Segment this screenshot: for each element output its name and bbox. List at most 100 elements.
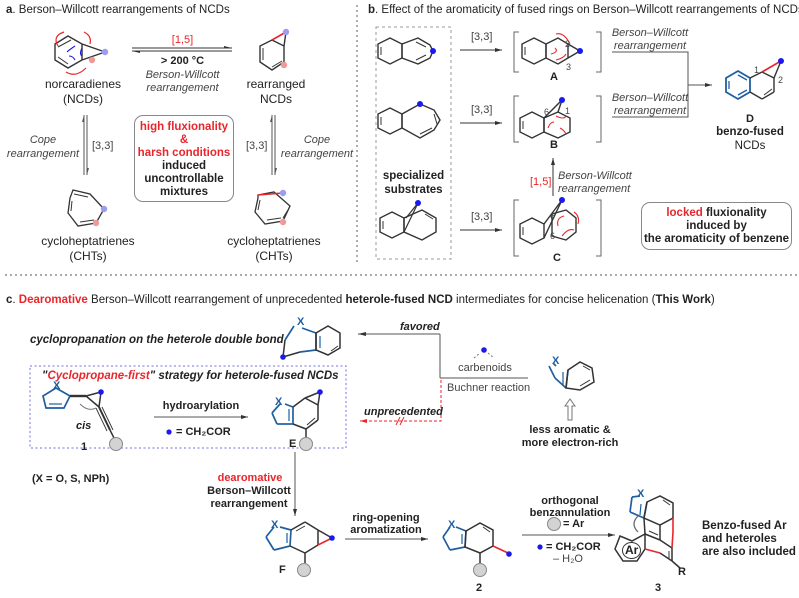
fluxionality-word: fluxionality	[702, 207, 767, 219]
a-arrows	[550, 33, 571, 61]
atom-num: 3	[566, 62, 572, 72]
title-mid: Berson–Willcott rearrangement of unprece…	[87, 294, 346, 306]
sigma-label-left: [3,3]	[92, 140, 114, 152]
ring-opening-label: ring-opening	[352, 512, 420, 524]
box-line-6: mixtures	[160, 186, 208, 198]
panel-a-title-text: . Berson–Willcott rearrangements of NCDs	[12, 4, 230, 16]
c-arrows	[557, 211, 580, 237]
bw-label-1: Berson–Willcott	[611, 27, 689, 39]
substrates-label: substrates	[384, 184, 443, 196]
intermediate-b-structure	[519, 99, 571, 139]
red-curved-arrows	[55, 31, 91, 75]
temperature-condition: > 200 °C	[160, 55, 205, 67]
benzannulation-label: benzannulation	[529, 507, 611, 519]
label-c: C	[553, 252, 561, 264]
ar-label: Ar	[622, 542, 642, 559]
x-atom-benzoheterole: X	[552, 355, 560, 367]
panel-c-label: c	[6, 294, 13, 306]
top-benzo-ring	[282, 325, 341, 358]
sigma-label-right: [3,3]	[246, 140, 268, 152]
intermediate-c-structure	[519, 199, 577, 245]
compound-e-label: E	[289, 438, 297, 450]
panel-a-label: a	[6, 4, 13, 16]
locked-line-1: locked fluxionality	[642, 207, 791, 220]
x-atom-top: X	[297, 316, 305, 328]
hydroarylation-label: hydroarylation	[162, 400, 240, 412]
berson-willcott-label: Berson-Willcott	[145, 69, 220, 81]
ch2cor-label-2: = CH₂COR	[546, 541, 601, 553]
benzo-ring-right	[565, 361, 595, 391]
bw-label-2: Berson–Willcott	[611, 92, 689, 104]
x-atom-e: X	[275, 396, 283, 408]
cope-label-right: Cope	[303, 134, 331, 146]
fluxionality-box: high fluxionality & harsh conditions ind…	[134, 115, 234, 202]
r-label: R	[678, 566, 686, 578]
locked-line-3: the aromaticity of benzene	[643, 233, 790, 245]
quote-open: "	[42, 370, 48, 382]
eq-ar-label: = Ar	[563, 518, 585, 530]
less-aromatic-label: less aromatic &	[529, 424, 611, 436]
atom-num: 2	[565, 39, 571, 49]
heteroles-label: and heteroles	[702, 533, 777, 545]
x-definition: (X = O, S, NPh)	[32, 473, 110, 485]
also-included-label: are also included	[702, 546, 796, 558]
cmpd1-heterole	[42, 387, 72, 409]
ncd-left-abbrev: (NCDs)	[63, 92, 103, 106]
cht-right-abbrev: (CHTs)	[255, 249, 293, 263]
box-line-4: induced	[161, 160, 207, 172]
rearrangement-label: rearrangement	[146, 82, 219, 94]
benzo-fused-label: benzo-fused	[716, 126, 784, 138]
c-to-b-bw: Berson-Willcott	[558, 170, 632, 182]
aromatization-label: aromatization	[350, 524, 422, 536]
cope-label-left: Cope	[29, 134, 57, 146]
strategy-rest: " strategy for heterole-fused NCDs	[149, 370, 339, 382]
cht-right-name: cycloheptatrienes	[227, 234, 321, 248]
brackets	[513, 31, 602, 257]
cope-rearrangement-left: rearrangement	[6, 148, 80, 160]
title-heterole: heterole-fused NCD	[345, 294, 453, 306]
cope-rearrangement-right: rearrangement	[280, 148, 354, 160]
ncd-right-abbrev: NCDs	[260, 92, 292, 106]
gray-substituent	[109, 437, 123, 451]
compound-1-label: 1	[81, 441, 88, 453]
top-heterole	[284, 325, 321, 353]
orthogonal-label: orthogonal	[541, 495, 599, 507]
locked-fluxionality-box: locked fluxionality induced by the aroma…	[641, 202, 792, 250]
box-line-1: high fluxionality	[139, 121, 229, 133]
buchner-label: Buchner reaction	[447, 382, 531, 394]
c-to-b-rearrangement: rearrangement	[558, 183, 631, 195]
panel-b-title: b. Effect of the aromaticity of fused ri…	[368, 4, 799, 17]
cis-label: cis	[76, 420, 92, 432]
atom-num: 6	[550, 231, 556, 241]
cmpd2-red-bond	[492, 545, 509, 554]
carbenoids-label: carbenoids	[458, 362, 512, 374]
cis-arc	[79, 403, 97, 410]
cmpdF-heterole	[265, 526, 292, 551]
red-bond	[257, 192, 284, 196]
cmpd3-red-bond-2	[644, 548, 661, 554]
box-line-2: &	[179, 134, 189, 146]
bw-bold-label: Berson–Willcott	[207, 485, 291, 497]
arrow-label-1-5: [1,5]	[171, 34, 194, 46]
title-this-work: This Work	[655, 294, 711, 306]
x-atom-3: X	[637, 488, 645, 500]
label-d: D	[746, 113, 754, 125]
cmpd3-rings	[614, 495, 681, 569]
title-end: intermediates for concise helicenation (	[452, 294, 656, 306]
arrow-label-3-3-b: [3,3]	[471, 104, 493, 116]
arrow-label-3-3-c: [3,3]	[471, 211, 493, 223]
title-dearomative: Dearomative	[18, 294, 88, 306]
compound-3-label: 3	[655, 582, 662, 594]
hollow-up-arrow	[564, 398, 576, 421]
compound-2-label: 2	[476, 582, 483, 594]
electron-rich-label: more electron-rich	[521, 437, 619, 449]
cht-right-structure	[254, 191, 291, 225]
c-to-b-label: [1,5]	[530, 176, 552, 188]
panel-b-label: b	[368, 4, 376, 16]
panel-b-title-text: . Effect of the aromaticity of fused rin…	[375, 4, 799, 16]
label-b: B	[550, 139, 558, 151]
ncd-left-name: norcaradienes	[44, 77, 122, 91]
cmpdE-ring	[292, 391, 321, 438]
substrate-1-structure	[377, 37, 434, 65]
